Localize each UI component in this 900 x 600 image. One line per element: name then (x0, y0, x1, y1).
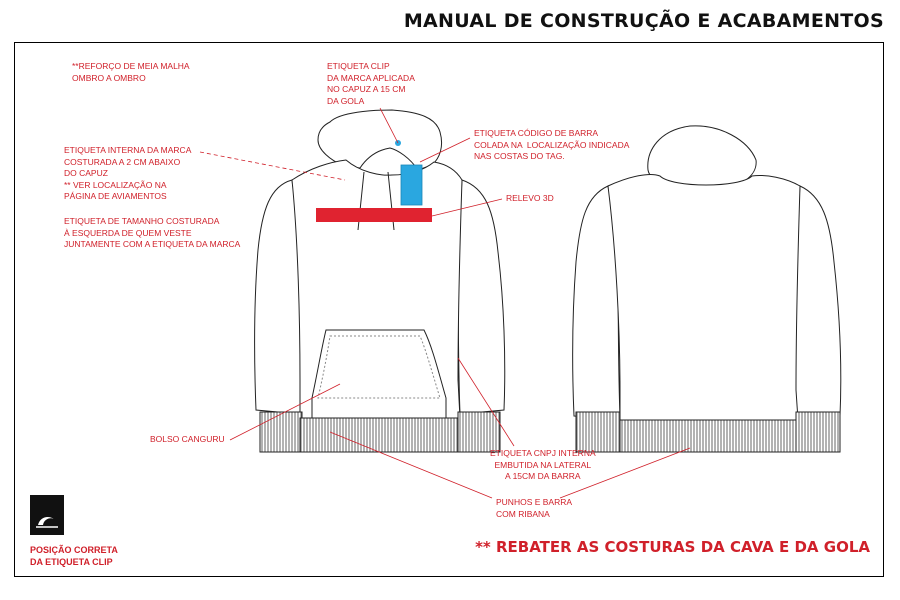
kangaroo-pocket (311, 329, 447, 419)
back-right-cuff (795, 411, 841, 453)
annotation-etiqueta-tamanho: ETIQUETA DE TAMANHO COSTURADA À ESQUERDA… (64, 216, 241, 249)
back-right-sleeve (795, 185, 842, 419)
back-hoodie (572, 125, 842, 453)
front-left-sleeve (254, 179, 301, 415)
annotation-punhos-barra: PUNHOS E BARRA COM RIBANA (496, 497, 573, 519)
annotation-codigo-barra: ETIQUETA CÓDIGO DE BARRA COLADA NA LOCAL… (474, 128, 630, 161)
front-waistband (299, 417, 459, 453)
front-left-cuff (259, 411, 303, 453)
annotation-cnpj: ETIQUETA CNPJ INTERNA EMBUTIDA NA LATERA… (490, 448, 596, 481)
front-right-sleeve (457, 179, 506, 415)
front-hood (317, 109, 443, 171)
annotation-relevo-3d: RELEVO 3D (506, 193, 554, 203)
page-title: MANUAL DE CONSTRUÇÃO E ACABAMENTOS (403, 10, 884, 32)
back-body (607, 173, 801, 421)
front-hoodie (254, 109, 506, 453)
clip-tag (400, 164, 423, 206)
leader-lines (199, 107, 691, 499)
annotation-etiqueta-clip: ETIQUETA CLIP DA MARCA APLICADA NO CAPUZ… (327, 61, 415, 106)
brand-wave-logo-icon (36, 517, 58, 528)
annotation-bolso-canguru: BOLSO CANGURU (150, 434, 225, 444)
relevo-3d-bar (316, 208, 432, 222)
footer-note: ** REBATER AS COSTURAS DA CAVA E DA GOLA (475, 538, 870, 556)
back-left-cuff (575, 411, 621, 453)
brand-logo (30, 495, 64, 535)
back-waistband (619, 419, 797, 453)
front-right-cuff (457, 411, 501, 453)
logo-caption: POSIÇÃO CORRETA DA ETIQUETA CLIP (30, 545, 118, 567)
annotation-etiqueta-interna: ETIQUETA INTERNA DA MARCA COSTURADA A 2 … (64, 145, 192, 201)
drawing-frame (14, 42, 884, 577)
annotation-reforco: **REFORÇO DE MEIA MALHA OMBRO A OMBRO (72, 61, 190, 83)
